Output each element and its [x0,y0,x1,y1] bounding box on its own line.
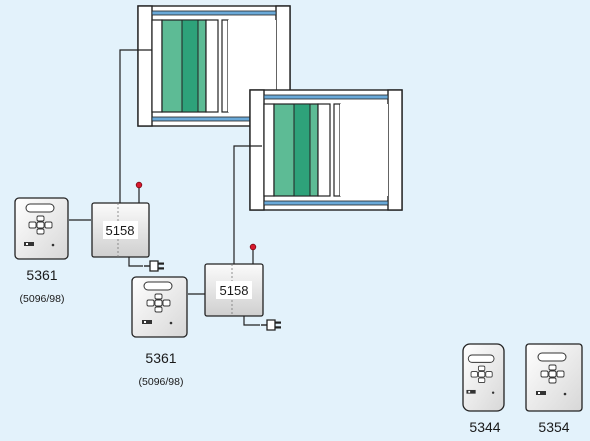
wiring [69,49,262,326]
antenna-indicator-1 [135,181,143,189]
controller-box-1: 5158 [91,202,150,258]
power-plug-1 [143,260,165,272]
keypad-sublabel-1: (5096/98) [20,293,65,305]
antenna-indicator-2 [249,243,257,251]
power-plug-2 [260,319,282,331]
controller-label-1: 5158 [106,223,135,238]
keypad-1 [14,197,69,260]
keypad-label-1: 5361 [26,267,57,283]
wire-frame2-to-controller2 [233,145,262,267]
power-cord-2 [243,316,260,326]
power-cord-1 [128,257,143,267]
keypad-sublabel-2: (5096/98) [139,376,184,388]
window-frame-2 [249,89,403,211]
wire-frame1-to-controller1 [119,49,152,208]
remote-5354 [525,343,583,412]
keypad-2 [131,276,188,338]
remote-label-5344: 5344 [469,419,500,435]
keypad-label-2: 5361 [145,350,176,366]
remote-label-5354: 5354 [538,419,569,435]
remote-5344 [462,343,505,412]
controller-label-2: 5158 [220,283,249,298]
controller-box-2: 5158 [204,263,264,317]
